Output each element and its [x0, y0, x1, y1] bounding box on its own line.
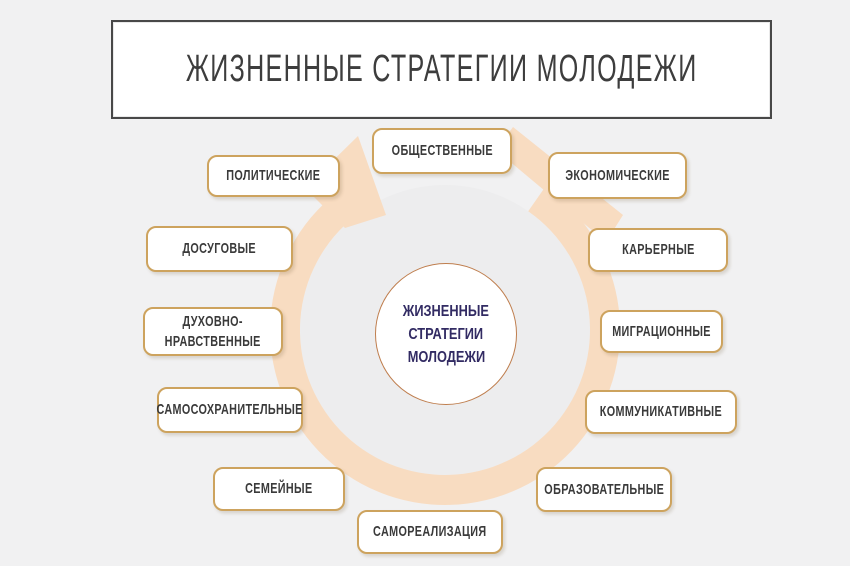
node-communicative: КОММУНИКАТИВНЫЕ: [585, 390, 737, 434]
node-migration: МИГРАЦИОННЫЕ: [600, 310, 723, 353]
node-label: КОММУНИКАТИВНЫЕ: [599, 403, 723, 421]
node-label: ЭКОНОМИЧЕСКИЕ: [565, 166, 670, 184]
node-label: САМОРЕАЛИЗАЦИЯ: [373, 523, 487, 541]
node-career: КАРЬЕРНЫЕ: [588, 228, 728, 272]
node-label: ПОЛИТИЧЕСКИЕ: [226, 167, 321, 185]
center-circle-line: СТРАТЕГИИ: [408, 325, 484, 343]
node-label: МИГРАЦИОННЫЕ: [612, 322, 711, 340]
diagram-title: ЖИЗНЕННЫЕ СТРАТЕГИИ МОЛОДЕЖИ: [185, 48, 698, 90]
diagram-title-box: ЖИЗНЕННЫЕ СТРАТЕГИИ МОЛОДЕЖИ: [111, 20, 772, 119]
node-political: ПОЛИТИЧЕСКИЕ: [207, 155, 340, 197]
node-social: ОБЩЕСТВЕННЫЕ: [372, 128, 512, 174]
node-label: СЕМЕЙНЫЕ: [245, 480, 313, 498]
center-circle-line: ЖИЗНЕННЫЕ: [402, 302, 490, 320]
node-spiritual-moral: ДУХОВНО- НРАВСТВЕННЫЕ: [143, 307, 283, 356]
arrowhead-icon: [305, 136, 386, 228]
node-label: ОБЩЕСТВЕННЫЕ: [391, 142, 493, 160]
node-label: ОБРАЗОВАТЕЛЬНЫЕ: [544, 480, 664, 498]
node-leisure: ДОСУГОВЫЕ: [146, 226, 293, 272]
node-label: КАРЬЕРНЫЕ: [621, 241, 695, 259]
node-label: ДОСУГОВЫЕ: [182, 240, 257, 258]
node-self-preservation: САМОСОХРАНИТЕЛЬНЫЕ: [157, 387, 303, 433]
node-label: САМОСОХРАНИТЕЛЬНЫЕ: [156, 401, 304, 419]
center-circle: ЖИЗНЕННЫЕ СТРАТЕГИИ МОЛОДЕЖИ: [375, 263, 517, 405]
node-economic: ЭКОНОМИЧЕСКИЕ: [548, 152, 687, 199]
node-self-realization: САМОРЕАЛИЗАЦИЯ: [357, 510, 503, 554]
center-circle-line: МОЛОДЕЖИ: [407, 348, 485, 366]
node-label: ДУХОВНО- НРАВСТВЕННЫЕ: [164, 313, 262, 350]
node-educational: ОБРАЗОВАТЕЛЬНЫЕ: [536, 467, 672, 512]
node-family: СЕМЕЙНЫЕ: [213, 467, 345, 511]
